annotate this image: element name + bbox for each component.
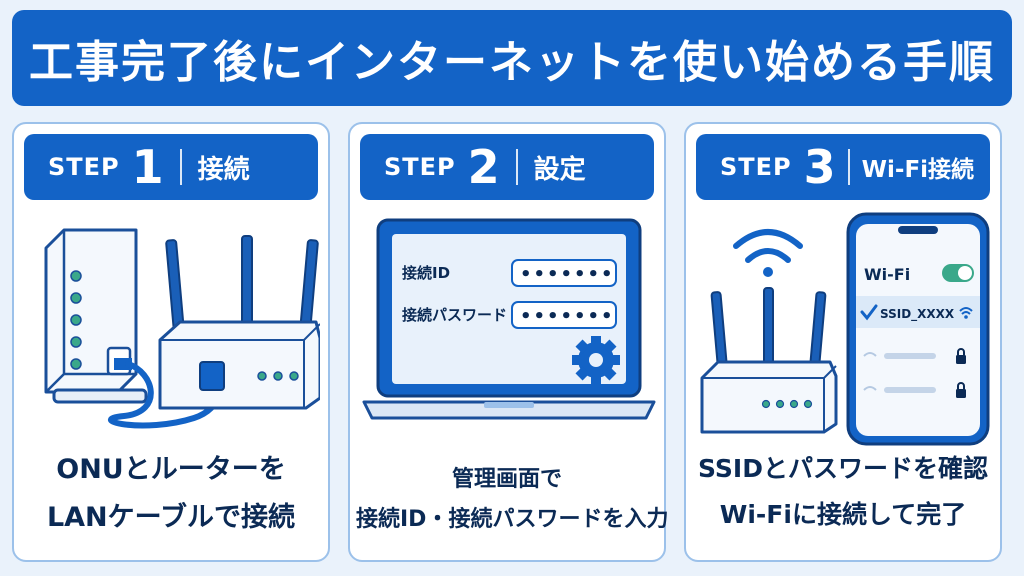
- wifi-signal-icon: [733, 229, 803, 277]
- router-icon: [158, 235, 320, 410]
- step-header-1: STEP 1 接続: [24, 134, 318, 200]
- caption-line: 接続ID・接続パスワードを入力: [356, 507, 669, 532]
- caption-line: SSIDとパスワードを確認: [698, 454, 988, 483]
- id-field-label: 接続ID: [402, 264, 450, 282]
- settings-illustration: 接続ID ••••••• 接続パスワード •••••••: [362, 218, 656, 420]
- step-name: 設定: [533, 154, 586, 185]
- step-caption-3: SSIDとパスワードを確認 Wi-Fiに接続して完了: [692, 446, 994, 538]
- step-number: 3: [803, 140, 836, 194]
- step-name: 接続: [197, 154, 250, 185]
- step-label: STEP: [384, 153, 456, 181]
- password-field-value: •••••••: [520, 306, 615, 327]
- password-field-label: 接続パスワード: [402, 306, 507, 324]
- step-card-3: STEP 3 Wi-Fi接続 Wi-Fi: [684, 122, 1002, 562]
- step-caption-2: 管理画面で 接続ID・接続パスワードを入力: [356, 460, 669, 540]
- title-banner: 工事完了後にインターネットを使い始める手順: [12, 10, 1012, 106]
- divider: [515, 149, 518, 185]
- check-icon: [860, 304, 878, 321]
- onu-device-icon: [44, 228, 148, 404]
- smartphone-icon: Wi-Fi SSID_XXXX: [846, 212, 990, 446]
- step-card-1: STEP 1 接続: [12, 122, 330, 562]
- step-name: Wi-Fi接続: [861, 157, 975, 183]
- wifi-illustration: Wi-Fi SSID_XXXX: [700, 212, 990, 446]
- step-header-2: STEP 2 設定: [360, 134, 654, 200]
- router-icon: [700, 287, 838, 434]
- caption-line: ONUとルーターを: [56, 454, 286, 485]
- caption-line: LANケーブルで接続: [46, 502, 296, 533]
- phone-wifi-label: Wi-Fi: [864, 265, 910, 284]
- divider: [847, 149, 850, 185]
- step-caption-1: ONUとルーターを LANケーブルで接続: [20, 446, 322, 542]
- step-card-2: STEP 2 設定 接続ID ••••••• 接続パスワード •••••••: [348, 122, 669, 562]
- divider: [179, 149, 182, 185]
- connection-illustration: [44, 228, 320, 429]
- id-input-box: [511, 259, 617, 287]
- id-field-value: •••••••: [520, 264, 615, 285]
- step-header-3: STEP 3 Wi-Fi接続: [696, 134, 990, 200]
- caption-line: Wi-Fiに接続して完了: [719, 500, 967, 529]
- password-input-box: [511, 301, 617, 329]
- gear-icon: [572, 336, 620, 384]
- page-title: 工事完了後にインターネットを使い始める手順: [29, 37, 995, 88]
- step-number: 2: [467, 140, 500, 194]
- lock-icon: [956, 382, 966, 398]
- caption-line: 管理画面で: [451, 467, 562, 492]
- selected-network: SSID_XXXX: [880, 307, 955, 322]
- step-label: STEP: [720, 153, 792, 181]
- step-number: 1: [131, 140, 164, 194]
- step-label: STEP: [48, 153, 120, 181]
- lock-icon: [956, 348, 966, 364]
